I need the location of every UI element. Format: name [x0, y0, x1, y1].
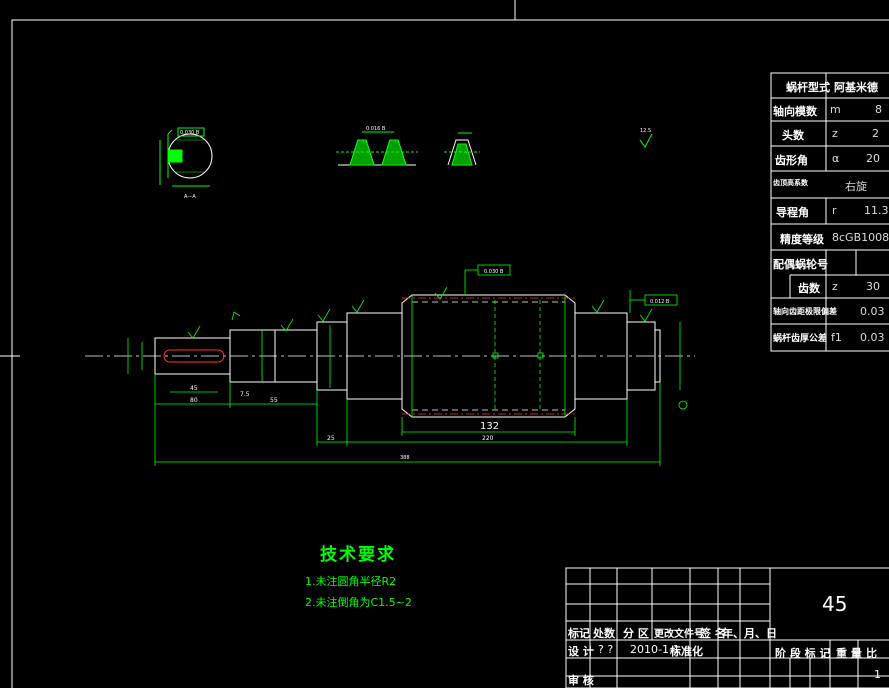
tol-frame-1: 0.030 B [484, 269, 504, 275]
worm-green-lines [411, 295, 566, 417]
param-val-2: 2 [872, 127, 879, 140]
section-aa [159, 127, 213, 187]
header-sign: 签 名 [700, 627, 726, 640]
tol-frame-4: 0.016 B [366, 126, 386, 132]
param-sym-8: z [832, 280, 838, 293]
dim-55: 55 [270, 397, 278, 404]
param-val-1: 8 [875, 103, 882, 116]
param-label-1: 轴向模数 [773, 105, 817, 118]
header-change-doc: 更改文件号 [654, 629, 704, 640]
param-sym-3: α [832, 152, 840, 165]
param-sym-2: z [832, 127, 838, 140]
header-mark: 标记 [568, 627, 590, 640]
param-val-4: 右旋 [845, 180, 867, 193]
param-label-2: 头数 [782, 129, 804, 142]
review-label: 审 核 [568, 674, 594, 687]
param-val-0: 阿基米德 [834, 81, 878, 94]
tech-item-1: 1.未注圆角半径R2 [305, 575, 397, 588]
param-label-7: 配偶蜗轮号 [773, 258, 828, 271]
dim-45: 45 [190, 385, 198, 392]
drawing-border [11, 19, 889, 688]
param-table-grid [770, 72, 889, 352]
dimension-lines [127, 264, 688, 466]
material-label: 45 [822, 592, 848, 616]
tol-frame-3: 0.012 B [650, 299, 670, 305]
standard-label: 标准化 [670, 645, 703, 658]
param-label-8: 齿数 [798, 282, 820, 295]
dim-80: 80 [190, 397, 198, 404]
param-label-5: 导程角 [776, 206, 809, 219]
param-label-9: 轴向齿距极限偏差 [773, 307, 837, 316]
section-label: A—A [184, 194, 196, 200]
tooth-profile-2 [444, 132, 480, 166]
header-date: 年、月、日 [722, 627, 777, 640]
scale-label: 比 [866, 647, 877, 660]
param-sym-5: r [832, 204, 837, 217]
shaft-outline [154, 294, 661, 418]
param-label-4: 齿顶高系数 [773, 179, 808, 187]
roughness-symbol [639, 133, 653, 148]
param-sym-1: m [830, 103, 841, 116]
tech-requirements-title: 技术要求 [320, 545, 396, 565]
dim-7-5: 7.5 [240, 391, 250, 398]
tech-item-2: 2.未注倒角为C1.5~2 [305, 596, 412, 609]
param-val-5: 11.3 [864, 204, 889, 217]
title-block-grid [565, 567, 889, 688]
dim-220: 220 [482, 435, 494, 442]
param-sym-10: f1 [831, 331, 842, 344]
param-val-3: 20 [866, 152, 880, 165]
param-label-3: 齿形角 [775, 154, 808, 167]
dim-25: 25 [327, 435, 335, 442]
header-zone: 分 区 [623, 627, 649, 640]
dimension-labels: 132 220 388 45 80 7.5 55 25 0.030 B 0.03… [180, 126, 670, 461]
thread-lines [412, 301, 565, 411]
param-label-10: 蜗杆齿厚公差 [773, 334, 828, 344]
param-val-8: 30 [866, 280, 880, 293]
weight-label: 重 量 [836, 647, 862, 660]
roughness-value: 12.5 [640, 128, 651, 134]
design-label: 设 计 [568, 645, 594, 658]
tol-frame-2: 0.030 B [180, 130, 200, 136]
param-val-9: 0.03 [860, 305, 885, 318]
param-label-6: 精度等级 [780, 233, 824, 246]
extra-value: 1 [874, 668, 881, 681]
param-val-10: 0.03 [860, 331, 885, 344]
pitch-lines [402, 297, 575, 415]
stage-label: 阶 段 标 记 [775, 647, 831, 660]
keyway [163, 349, 225, 363]
param-label-0: 蜗杆型式 [786, 81, 830, 94]
tooth-profile-1 [336, 131, 418, 166]
design-value: ? ? [598, 643, 614, 656]
design-date: 2010-1-1 [630, 643, 680, 656]
dim-132: 132 [480, 421, 499, 432]
dim-total: 388 [400, 455, 410, 461]
header-count: 处数 [593, 627, 615, 640]
param-val-6: 8cGB1008 [832, 231, 889, 244]
